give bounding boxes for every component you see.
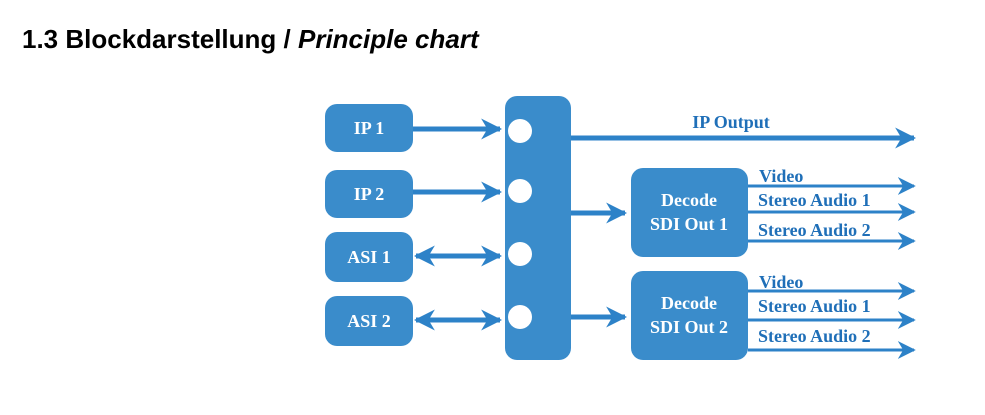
decoder2-line1: Decode <box>661 293 717 313</box>
input-ip1: IP 1 <box>325 104 413 152</box>
input-asi2: ASI 2 <box>325 296 413 346</box>
heading-title-italic: Principle chart <box>297 24 479 54</box>
port-3 <box>508 242 532 266</box>
input-asi1-label: ASI 1 <box>347 247 391 267</box>
port-4 <box>508 305 532 329</box>
input-ip2-label: IP 2 <box>354 184 385 204</box>
ip-output-label: IP Output <box>692 112 770 132</box>
input-ip2: IP 2 <box>325 170 413 218</box>
decoder1-line1: Decode <box>661 190 717 210</box>
central-hub <box>505 96 571 360</box>
heading-title: 1.3 Blockdarstellung / <box>22 24 298 54</box>
decoder2-output-video: Video <box>759 272 803 292</box>
input-asi2-label: ASI 2 <box>347 311 391 331</box>
decoder2-output-audio2: Stereo Audio 2 <box>758 326 871 346</box>
decoder2-output-audio1: Stereo Audio 1 <box>758 296 871 316</box>
decoder2-line2: SDI Out 2 <box>650 317 728 337</box>
decoder1-line2: SDI Out 1 <box>650 214 728 234</box>
port-1 <box>508 119 532 143</box>
section-heading: 1.3 Blockdarstellung / Principle chart <box>22 24 479 55</box>
decoder1-output-video: Video <box>759 166 803 186</box>
port-2 <box>508 179 532 203</box>
decoder-sdi-out-2: Decode SDI Out 2 <box>631 271 748 360</box>
decoder1-output-audio2: Stereo Audio 2 <box>758 220 871 240</box>
decoder2-outputs: Video Stereo Audio 1 Stereo Audio 2 <box>748 272 916 359</box>
input-asi1: ASI 1 <box>325 232 413 282</box>
input-ip1-label: IP 1 <box>354 118 385 138</box>
decoder1-outputs: Video Stereo Audio 1 Stereo Audio 2 <box>748 166 916 250</box>
decoder-sdi-out-1: Decode SDI Out 1 <box>631 168 748 257</box>
decoder1-output-audio1: Stereo Audio 1 <box>758 190 871 210</box>
